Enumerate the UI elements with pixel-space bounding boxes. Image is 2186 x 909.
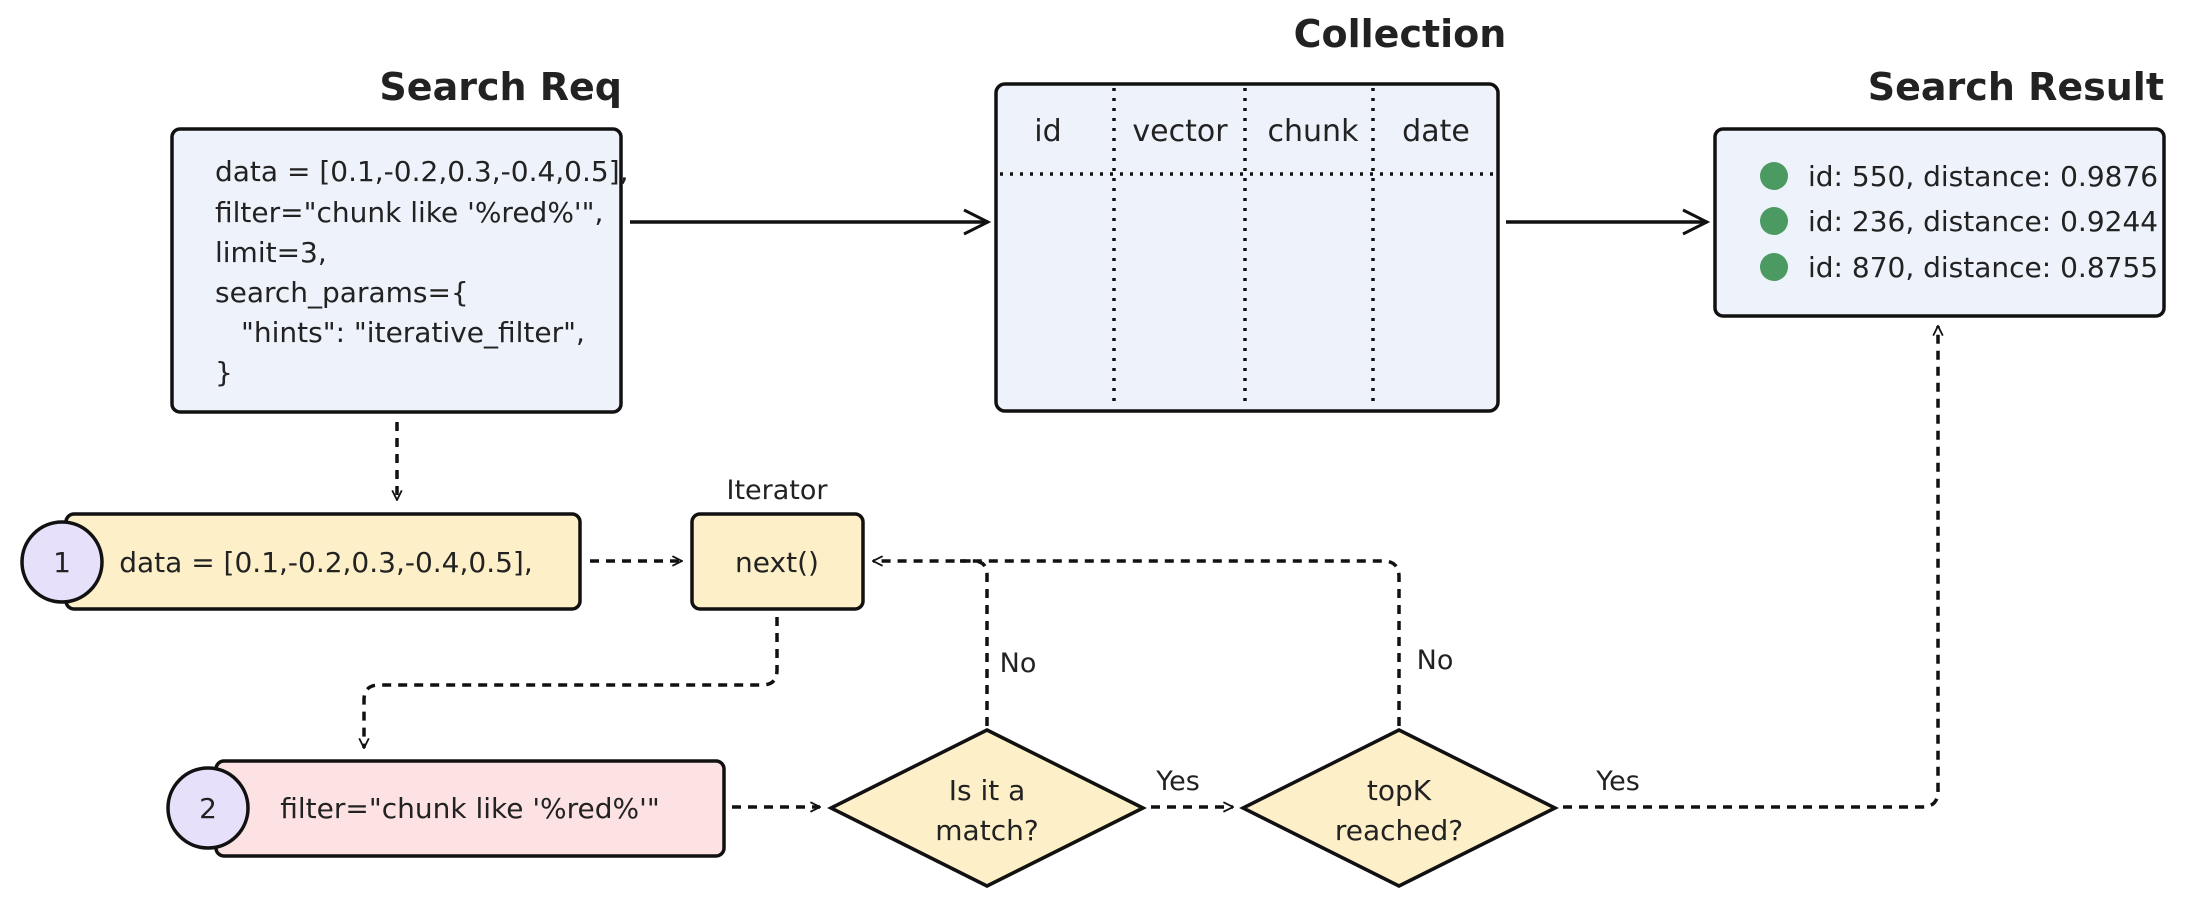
arrow-topk-yes-to-result [1563,326,1938,809]
step2-number-badge [166,766,250,850]
arrow-match-no-to-iterator [873,561,989,726]
edge-label-yes-topk: Yes [1595,766,1640,797]
arrow-topk-no-to-iterator [960,559,1401,726]
column-header-vector: vector [1132,114,1228,149]
result-dot-icon [1760,253,1788,281]
edge-label-yes-match: Yes [1155,766,1200,797]
edge-label-no-match: No [1000,648,1037,679]
decision-match-diamond [827,728,1147,888]
result-item: id: 550, distance: 0.9876 [1760,160,2158,193]
search-req-box [170,127,623,414]
column-header-id: id [1034,114,1061,149]
result-item: id: 870, distance: 0.8755 [1760,251,2158,284]
code-line: "hints": "iterative_filter", [241,316,585,349]
result-text: id: 870, distance: 0.8755 [1808,251,2158,284]
step2-text: filter="chunk like '%red%'" [280,792,660,825]
search-req-code: data = [0.1,-0.2,0.3,-0.4,0.5], filter="… [215,155,629,389]
code-line: filter="chunk like '%red%'", [215,196,603,229]
search-req-title: Search Req [379,65,622,109]
step1-text: data = [0.1,-0.2,0.3,-0.4,0.5], [119,546,533,579]
search-result-box [1713,127,2166,318]
result-text: id: 550, distance: 0.9876 [1808,160,2158,193]
step1-number-badge [20,520,104,604]
result-text: id: 236, distance: 0.9244 [1808,205,2158,238]
iterator-box [690,512,865,611]
collection-grid-lines [1000,88,1494,407]
edge-label-no-topk: No [1417,645,1454,676]
code-line: data = [0.1,-0.2,0.3,-0.4,0.5], [215,155,629,188]
step2-number: 2 [199,792,217,825]
arrow-iterator-to-step2 [364,617,779,748]
code-line: } [215,356,233,389]
code-line: search_params={ [215,276,469,309]
decision-topk-line1: topK [1367,774,1432,807]
result-dot-icon [1760,162,1788,190]
decision-match-line1: Is it a [949,774,1026,807]
decision-match-line2: match? [935,814,1038,847]
iterator-label: Iterator [726,475,828,506]
result-dot-icon [1760,207,1788,235]
decision-topk-diamond [1239,728,1559,888]
code-line: limit=3, [215,236,327,269]
column-header-chunk: chunk [1268,114,1360,149]
iterator-text: next() [735,546,819,579]
collection-title: Collection [1294,12,1507,56]
decision-topk-line2: reached? [1335,814,1463,847]
result-item: id: 236, distance: 0.9244 [1760,205,2158,238]
column-header-date: date [1402,114,1470,149]
step1-number: 1 [53,546,71,579]
dashed-connectors [364,326,1938,807]
search-result-title: Search Result [1868,65,2164,109]
